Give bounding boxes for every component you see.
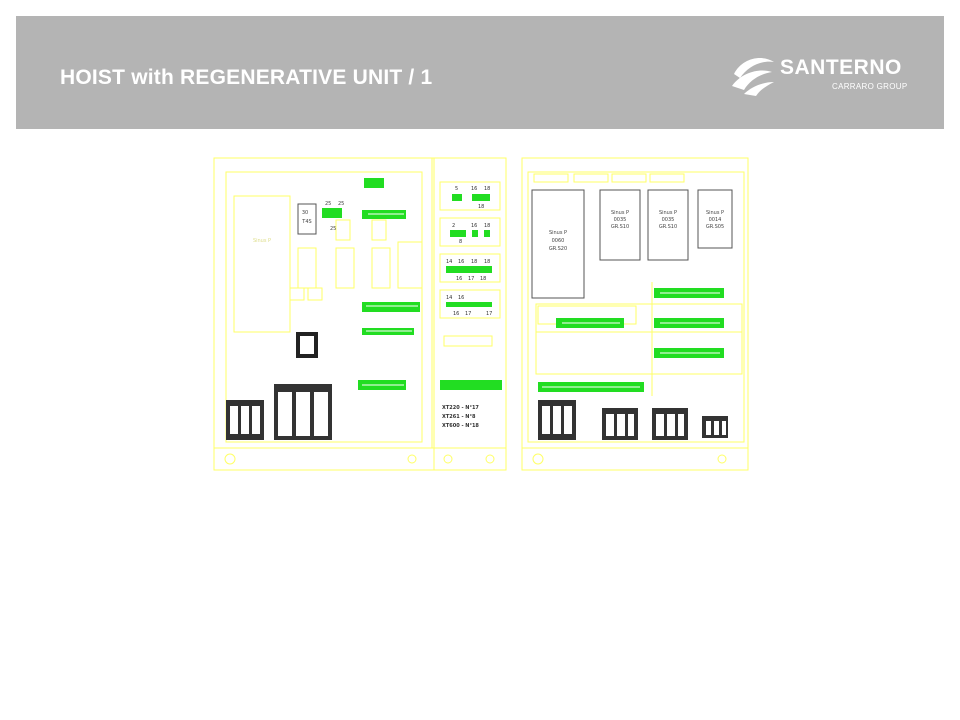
terminal-block: [362, 302, 420, 312]
center-r3-l2: 16: [458, 259, 464, 265]
drive-1-name: Sinus P: [549, 230, 567, 236]
drive-3-name: Sinus P: [659, 210, 677, 216]
logo-name: SANTERNO: [780, 56, 902, 79]
relay-label-bottom: T4S: [301, 219, 311, 225]
center-r2-l2: 16: [471, 223, 477, 229]
mount-hole: [443, 454, 453, 464]
mount-hole: [717, 454, 727, 464]
drive-modules: [531, 189, 733, 299]
breaker-label-2: 25: [338, 201, 344, 207]
right-cabinet-frame: [521, 157, 749, 471]
center-r4-l4: 17: [465, 311, 471, 317]
breaker-label-1: 25: [325, 201, 331, 207]
drive-module-0035-b: [647, 189, 689, 261]
center-note-3: XT600 - N°18: [442, 423, 479, 429]
center-r3-l4: 18: [484, 259, 490, 265]
drive-module-0060: [531, 189, 585, 299]
relay-box: [297, 203, 317, 235]
mount-hole: [224, 453, 236, 465]
drive-2-size: GR.S10: [611, 224, 629, 230]
center-r2-l4: 8: [459, 239, 462, 245]
drive-3-model: 0035: [662, 217, 675, 223]
drive-1-size: GR.S20: [549, 246, 567, 252]
terminal-block: [322, 208, 342, 218]
santerno-swoosh-icon: [732, 58, 774, 96]
drive-1-model: 0060: [552, 238, 565, 244]
drive-4-name: Sinus P: [706, 210, 724, 216]
header-banner: HOIST with REGENERATIVE UNIT / 1 SANTERN…: [16, 16, 944, 129]
center-terminals: [440, 194, 502, 390]
drive-4-model: 0014: [709, 217, 722, 223]
center-r3-l7: 18: [480, 276, 486, 282]
center-r4-l2: 16: [458, 295, 464, 301]
center-note-1: XT220 - N°17: [442, 405, 479, 411]
center-r3-l6: 17: [468, 276, 474, 282]
left-devices: [226, 332, 332, 440]
center-r1-l2: 16: [471, 186, 477, 192]
right-cabinet: [521, 157, 749, 471]
center-r4-l3: 16: [453, 311, 459, 317]
logo-subtitle: CARRARO GROUP: [832, 82, 908, 91]
main-module-text: Sinus P: [253, 238, 271, 244]
drive-module-0035-a: [599, 189, 641, 261]
drive-2-model: 0035: [614, 217, 627, 223]
mount-hole: [485, 454, 495, 464]
drive-module-0014: [697, 189, 733, 249]
santerno-logo: SANTERNO CARRARO GROUP: [728, 52, 928, 108]
center-note-2: XT261 - N°8: [442, 414, 476, 420]
breaker-label-3: 25: [330, 226, 336, 232]
center-r1-l4: 18: [478, 204, 484, 210]
left-terminals: [322, 178, 420, 390]
drive-2-name: Sinus P: [611, 210, 629, 216]
main-drive-module: [233, 195, 291, 333]
left-cabinet: [213, 157, 507, 471]
relay-label-top: 30: [302, 210, 308, 216]
slide-title: HOIST with REGENERATIVE UNIT / 1: [60, 66, 433, 89]
mount-hole: [532, 453, 544, 465]
center-r4-l5: 17: [486, 311, 492, 317]
terminal-block: [364, 178, 384, 188]
center-r4-l1: 14: [446, 295, 452, 301]
drive-4-size: GR.S05: [706, 224, 724, 230]
center-r3-l1: 14: [446, 259, 452, 265]
center-r2-l1: 2: [452, 223, 455, 229]
center-r1-l1: 5: [455, 186, 458, 192]
electrical-panel-layout: 30 T4S 25 25 25 Sinus P: [213, 157, 749, 471]
center-r2-l3: 18: [484, 223, 490, 229]
center-r3-l5: 16: [456, 276, 462, 282]
center-r3-l3: 18: [471, 259, 477, 265]
drive-3-size: GR.S10: [659, 224, 677, 230]
right-devices: [538, 400, 728, 440]
center-column: [433, 157, 507, 471]
mount-hole: [407, 454, 417, 464]
center-r1-l3: 18: [484, 186, 490, 192]
